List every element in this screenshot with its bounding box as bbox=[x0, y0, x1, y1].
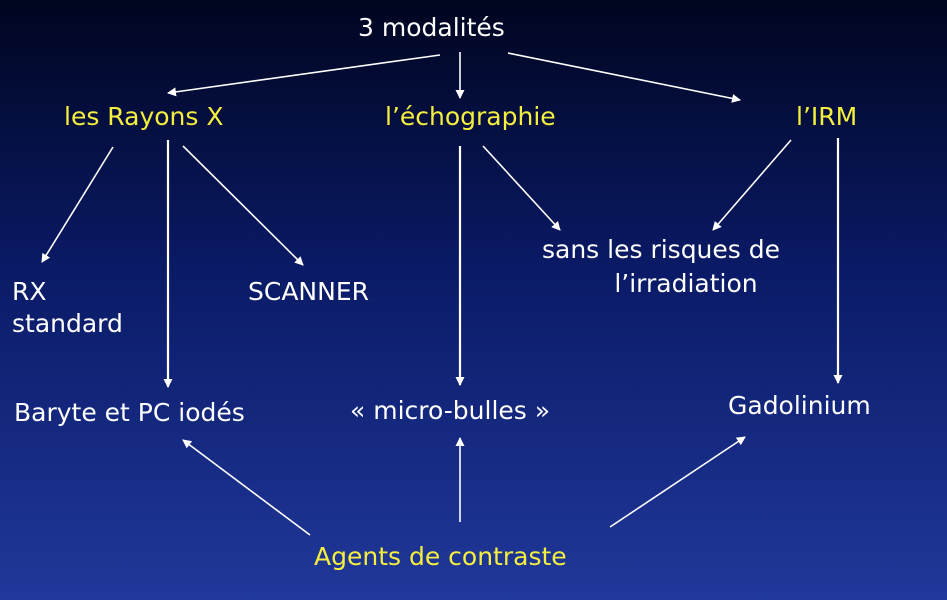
modality-xray: les Rayons X bbox=[64, 102, 224, 131]
contrast-agents: Agents de contraste bbox=[314, 542, 567, 571]
arrow-xray-to-scanner bbox=[182, 145, 304, 266]
arrow-echo-to-norisk bbox=[482, 145, 561, 231]
arrow-agents-to-gadolinium bbox=[609, 436, 746, 528]
contrast-barium: Baryte et PC iodés bbox=[14, 398, 245, 427]
outcome-scanner: SCANNER bbox=[248, 277, 369, 306]
arrow-agents-to-barium bbox=[182, 439, 311, 536]
outcome-rx-line1: RX bbox=[12, 277, 47, 306]
contrast-microbubbles: « micro-bulles » bbox=[350, 396, 551, 425]
modality-echo: l’échographie bbox=[385, 102, 556, 131]
outcome-no-risk-line2: l’irradiation bbox=[614, 269, 758, 298]
modality-irm: l’IRM bbox=[796, 102, 858, 131]
arrow-title-to-xray bbox=[167, 54, 441, 97]
outcome-rx-line2: standard bbox=[12, 309, 123, 338]
arrow-title-to-irm bbox=[507, 52, 741, 103]
contrast-gadolinium: Gadolinium bbox=[728, 391, 871, 420]
outcome-no-risk-line1: sans les risques de bbox=[541, 235, 781, 264]
arrow-xray-to-rx bbox=[41, 146, 114, 263]
diagram-title: 3 modalités bbox=[358, 13, 505, 42]
arrow-irm-to-norisk bbox=[712, 139, 792, 231]
